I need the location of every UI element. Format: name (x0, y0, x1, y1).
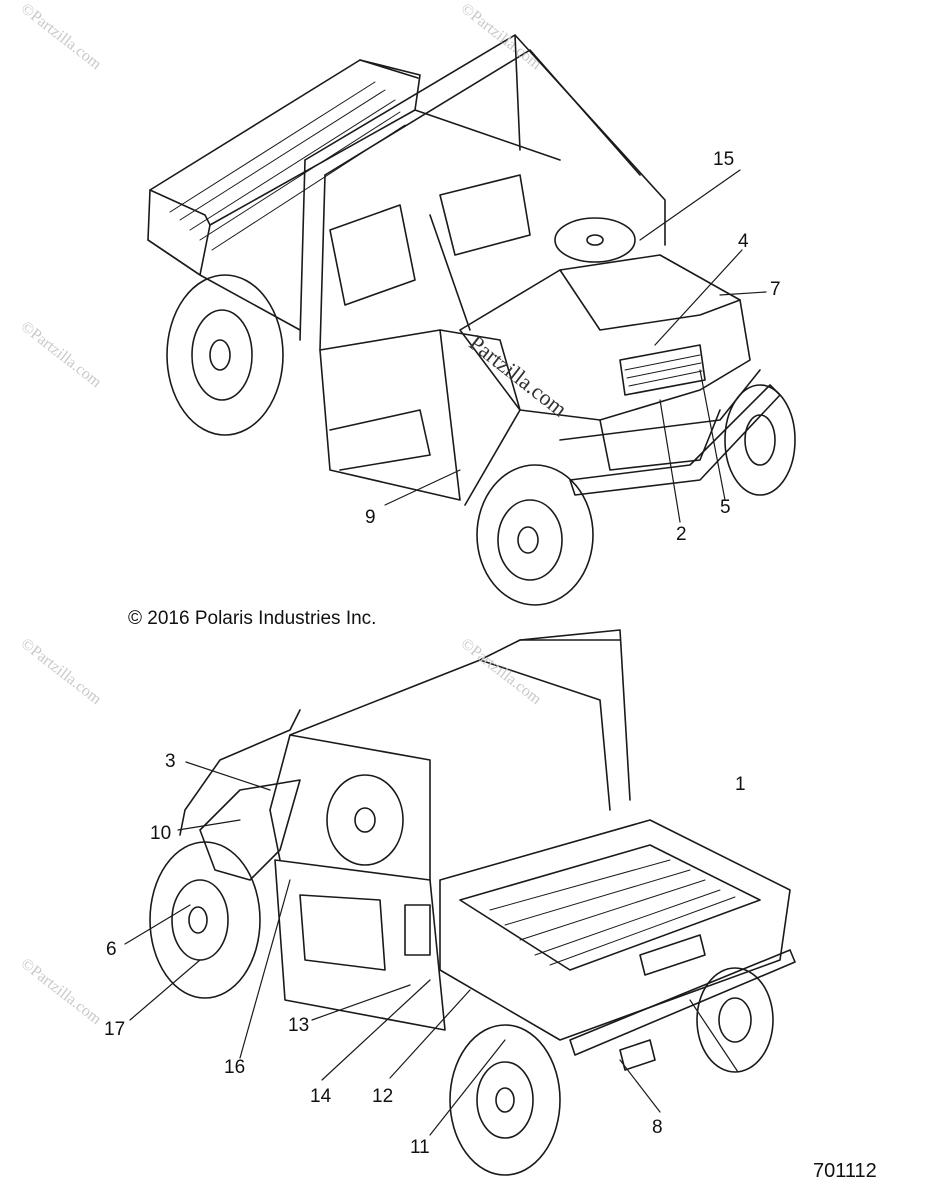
callout-9: 9 (365, 507, 376, 528)
callout-7: 7 (770, 279, 781, 300)
callout-5: 5 (720, 497, 731, 518)
callout-10: 10 (150, 823, 172, 844)
wheel-front-right-top (724, 384, 796, 496)
callout-12: 12 (372, 1086, 394, 1107)
vehicle-bottom (149, 629, 796, 1176)
wheel-rear-bottom (449, 1024, 561, 1176)
callout-6: 6 (106, 939, 117, 960)
callout-4: 4 (738, 231, 749, 252)
callout-16: 16 (224, 1057, 246, 1078)
wheel-front-left-top (476, 464, 594, 606)
callout-8: 8 (652, 1117, 663, 1138)
vehicle-top (147, 34, 796, 606)
callout-2: 2 (676, 524, 687, 545)
wheel-rear-left-top (166, 274, 284, 436)
callout-11: 11 (410, 1137, 430, 1158)
copyright-text: © 2016 Polaris Industries Inc. (128, 608, 377, 629)
callout-1: 1 (735, 774, 746, 795)
leader-lines-top (384, 169, 767, 523)
drawing-number: 701112 (813, 1160, 877, 1182)
wheel-rear-right-bottom (696, 967, 774, 1073)
callout-13: 13 (288, 1015, 310, 1036)
wheel-front-bottom (149, 841, 261, 999)
callout-15: 15 (713, 149, 735, 170)
callout-3: 3 (165, 751, 176, 772)
callout-14: 14 (310, 1086, 332, 1107)
callout-17: 17 (104, 1019, 126, 1040)
leader-lines-bottom (124, 761, 739, 1136)
